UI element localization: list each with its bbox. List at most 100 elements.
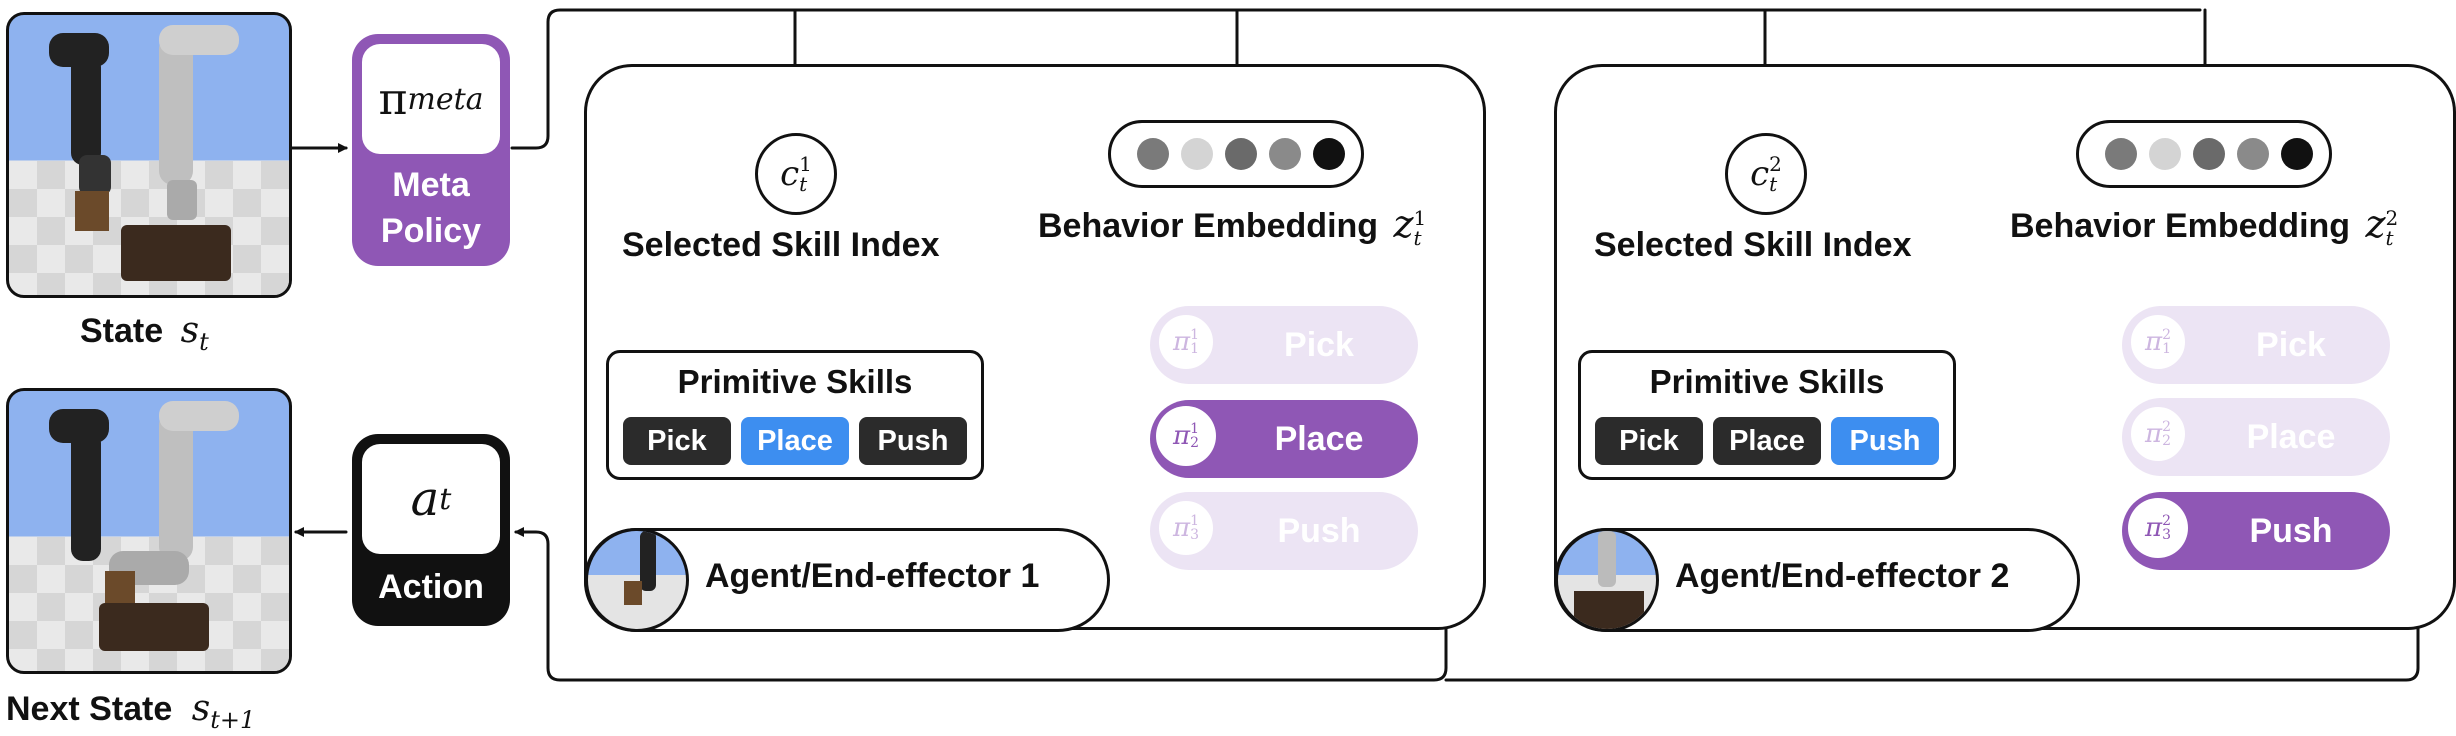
embedding-sub-1: t bbox=[1413, 225, 1422, 250]
policy-sup-1-3: 1 bbox=[1190, 513, 1199, 529]
skill-index-label-2: Selected Skill Index bbox=[1594, 226, 1912, 264]
embedding-label-text-2: Behavior Embedding bbox=[2010, 207, 2351, 245]
skill-index-sub-2: t bbox=[1769, 172, 1778, 196]
primitive-push-1: Push bbox=[859, 417, 967, 465]
embedding-dot bbox=[2281, 138, 2313, 170]
policy-label-1-1: Pick bbox=[1284, 325, 1354, 364]
policy-label-2-1: Pick bbox=[2256, 325, 2326, 364]
behavior-embedding-2 bbox=[2076, 120, 2332, 188]
action-label: Action bbox=[378, 568, 484, 606]
agent-end-effector-2: Agent/End-effector 2 bbox=[1554, 528, 2080, 632]
action-symbol-sub: t bbox=[439, 481, 452, 517]
policy-label-1-2: Place bbox=[1274, 419, 1364, 458]
policy-sub-2-2: 2 bbox=[2162, 433, 2171, 449]
state-label: State st bbox=[80, 310, 209, 356]
embedding-label-text-1: Behavior Embedding bbox=[1038, 207, 1379, 245]
agent-label-2: Agent/End-effector 2 bbox=[1675, 557, 2010, 595]
next-state-image bbox=[6, 388, 292, 674]
meta-policy-label: Meta Policy bbox=[352, 162, 510, 254]
policy-sup-2-2: 2 bbox=[2162, 419, 2171, 435]
embedding-dot bbox=[2193, 138, 2225, 170]
state-symbol-sub: t bbox=[199, 328, 209, 357]
policy-pi-2-1: π bbox=[2144, 327, 2163, 357]
state-symbol: st bbox=[180, 310, 209, 356]
primitive-push-2: Push bbox=[1831, 417, 1939, 465]
policy-sup-2-3: 2 bbox=[2162, 513, 2171, 529]
policy-sub-1-1: 1 bbox=[1190, 341, 1199, 357]
meta-policy-line1: Meta bbox=[392, 166, 470, 204]
embedding-sub-2: t bbox=[2385, 225, 2394, 250]
policy-pi-2-2: π bbox=[2144, 419, 2163, 449]
skill-index-sup-2: 2 bbox=[1769, 152, 1782, 176]
next-state-label: Next State st+1 bbox=[6, 688, 255, 734]
meta-policy-pi: π bbox=[378, 73, 408, 125]
agent-end-effector-1: Agent/End-effector 1 bbox=[584, 528, 1110, 632]
meta-bus-line bbox=[510, 8, 2202, 150]
policy-sub-1-2: 2 bbox=[1190, 435, 1199, 451]
robot-arms-illustration-next bbox=[49, 401, 239, 651]
primitive-skills-box-1: Primitive Skills Pick Place Push bbox=[606, 350, 984, 480]
policy-pi-1-3: π bbox=[1172, 513, 1191, 543]
embedding-dot bbox=[1313, 138, 1345, 170]
agent-thumbnail-2 bbox=[1555, 528, 1659, 632]
policy-pi-1-2: π bbox=[1172, 421, 1191, 451]
policy-label-1-3: Push bbox=[1277, 511, 1361, 550]
primitive-place-2: Place bbox=[1713, 417, 1821, 465]
next-state-symbol-letter: s bbox=[191, 688, 211, 729]
primitive-skills-box-2: Primitive Skills Pick Place Push bbox=[1578, 350, 1956, 480]
policy-sup-2-1: 2 bbox=[2162, 327, 2171, 343]
next-state-label-text: Next State bbox=[6, 690, 173, 728]
skill-index-label-1: Selected Skill Index bbox=[622, 226, 940, 264]
state-image bbox=[6, 12, 292, 298]
policy-sub-1-3: 3 bbox=[1190, 527, 1199, 543]
embedding-dot bbox=[2237, 138, 2269, 170]
skill-index-symbol-1: c bbox=[780, 154, 800, 194]
state-symbol-letter: s bbox=[180, 310, 200, 351]
embedding-symbol-letter-2: z bbox=[2365, 202, 2386, 246]
embedding-dot bbox=[1269, 138, 1301, 170]
gripper-icon bbox=[1574, 531, 1644, 629]
agent-label-1: Agent/End-effector 1 bbox=[705, 557, 1040, 595]
agent-thumbnail-1 bbox=[585, 528, 689, 632]
embedding-symbol-letter-1: z bbox=[1393, 202, 1414, 246]
primitive-pick-2: Pick bbox=[1595, 417, 1703, 465]
embedding-dot bbox=[2105, 138, 2137, 170]
meta-policy-line2: Policy bbox=[380, 212, 482, 250]
primitive-skills-title-2: Primitive Skills bbox=[1649, 363, 1885, 400]
skill-index-sup-1: 1 bbox=[799, 152, 812, 176]
action-symbol-letter: a bbox=[410, 471, 440, 527]
robot-arms-illustration bbox=[49, 25, 239, 281]
gripper-icon bbox=[624, 531, 656, 605]
policy-pi-1-1: π bbox=[1172, 327, 1191, 357]
embedding-sup-2: 2 bbox=[2385, 205, 2399, 230]
policy-pi-2-3: π bbox=[2144, 513, 2163, 543]
embedding-sup-1: 1 bbox=[1413, 205, 1427, 230]
primitive-pick-1: Pick bbox=[623, 417, 731, 465]
policy-sup-1-1: 1 bbox=[1190, 327, 1199, 343]
policy-sub-2-1: 1 bbox=[2162, 341, 2171, 357]
policy-sup-1-2: 1 bbox=[1190, 421, 1199, 437]
primitive-skills-title-1: Primitive Skills bbox=[677, 363, 913, 400]
next-state-symbol-sub: t+1 bbox=[210, 706, 256, 735]
skill-index-symbol-2: c bbox=[1750, 154, 1770, 194]
